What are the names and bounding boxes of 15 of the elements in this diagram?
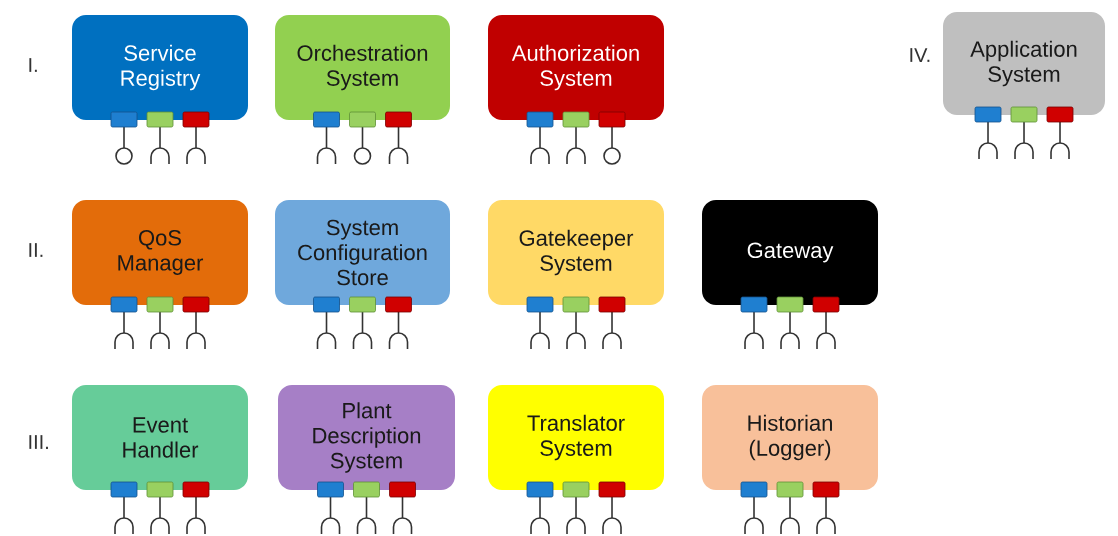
system-box: Gatekeeper System [488, 200, 664, 305]
system-box: System Configuration Store [275, 200, 450, 305]
system-box: Service Registry [72, 15, 248, 120]
system-box: Plant Description System [278, 385, 455, 490]
row-number: III. [29, 435, 48, 449]
system-box: Authorization System [488, 15, 664, 120]
system-box: Translator System [488, 385, 664, 490]
row-number: I. [29, 58, 37, 72]
row-number: II. [29, 243, 43, 257]
system-box: Orchestration System [275, 15, 450, 120]
system-box: Gateway [702, 200, 878, 305]
system-box: Event Handler [72, 385, 248, 490]
system-box: QoS Manager [72, 200, 248, 305]
system-box: Application System [943, 12, 1105, 115]
system-box: Historian (Logger) [702, 385, 878, 490]
